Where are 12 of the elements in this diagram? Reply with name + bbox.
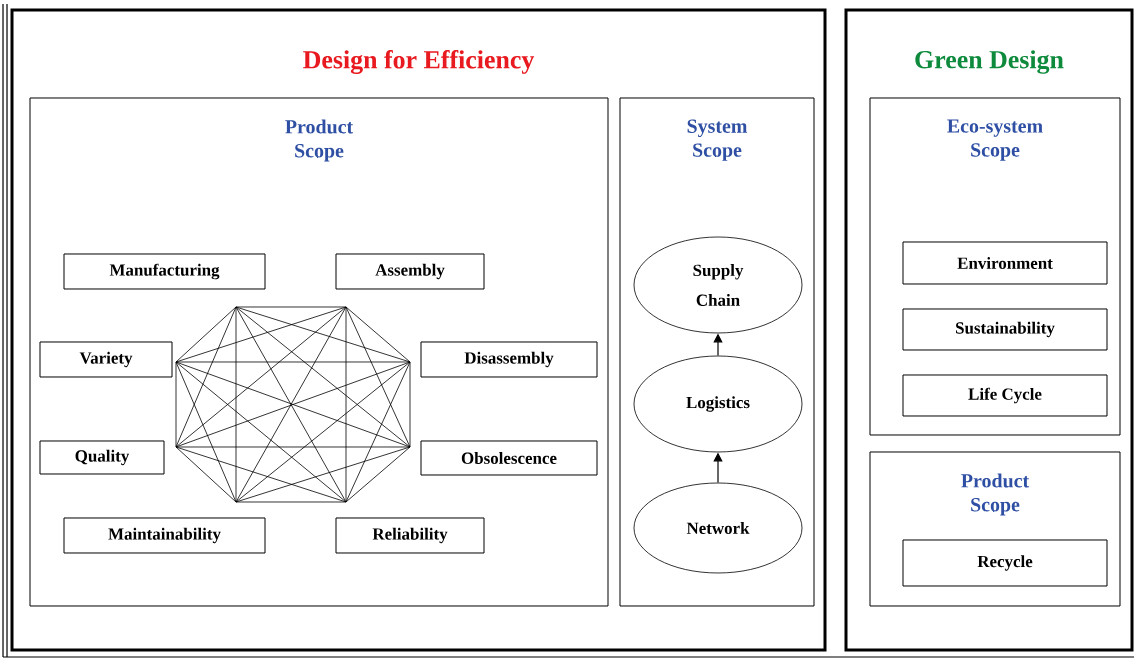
factor-box: Obsolescence [420,440,598,476]
factor-box: Disassembly [420,341,598,378]
factor-box: Quality [39,440,165,475]
factor-box: Environment [902,241,1108,285]
factor-box: Manufacturing [63,253,266,290]
factor-box: Assembly [335,253,485,290]
factor-box: Sustainability [902,308,1108,351]
factor-box: Reliability [335,517,485,554]
factor-box: Life Cycle [902,374,1108,417]
factor-box: Maintainability [63,517,266,554]
factor-box: Variety [39,341,173,378]
factor-box: Recycle [902,539,1108,587]
